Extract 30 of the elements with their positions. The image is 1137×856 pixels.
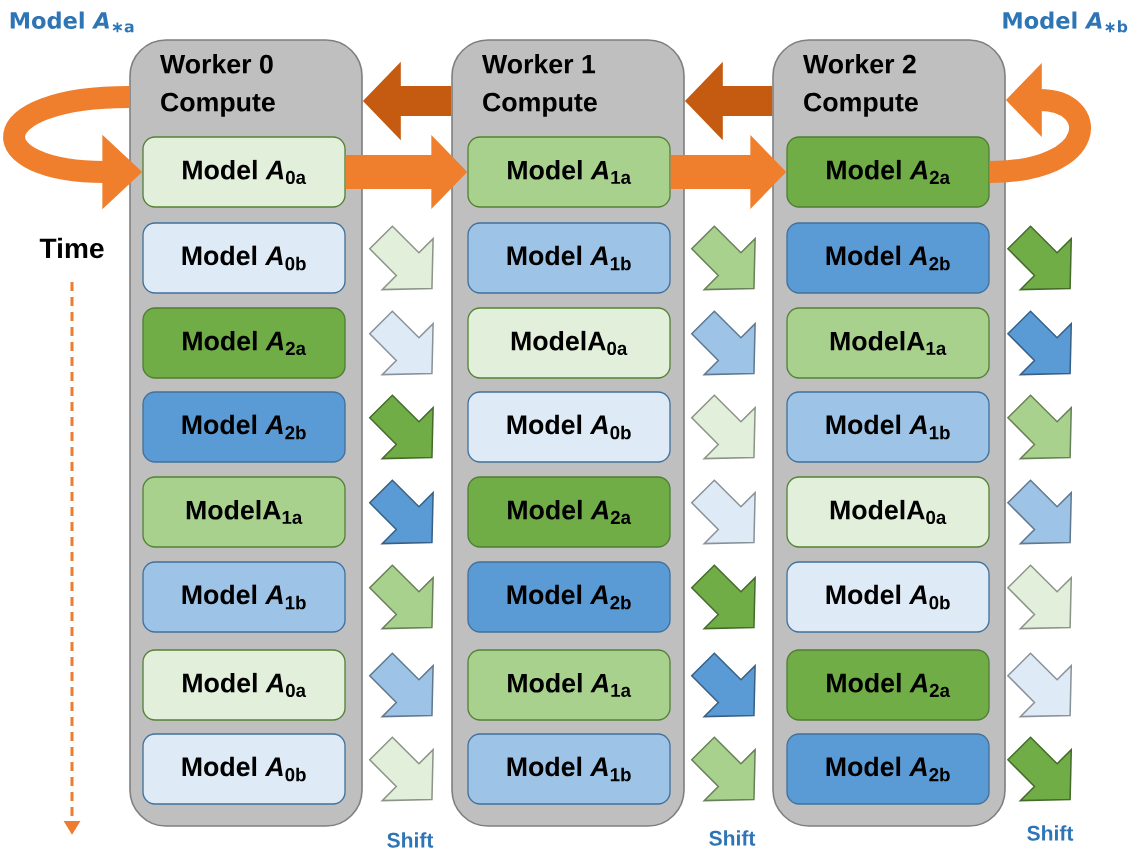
model-box: ModelA$_{0a}$ bbox=[467, 307, 671, 379]
model-box: Model A$_{2b}$ bbox=[467, 561, 671, 633]
model-box: Model A$_{2a}$ bbox=[786, 649, 990, 721]
model-box: Model A$_{1a}$ bbox=[467, 136, 671, 208]
model-box: Model A$_{1a}$ bbox=[467, 649, 671, 721]
loop-label: Model A$_{∗a}$ bbox=[10, 11, 134, 33]
model-box: Model A$_{0b}$ bbox=[786, 561, 990, 633]
model-box: Model A$_{0b}$ bbox=[467, 391, 671, 463]
model-box: Model A$_{2b}$ bbox=[786, 222, 990, 294]
model-box: ModelA$_{1a}$ bbox=[786, 307, 990, 379]
model-box: Model A$_{0a}$ bbox=[142, 136, 346, 208]
model-box: Model A$_{1b}$ bbox=[786, 391, 990, 463]
time-label: Time bbox=[39, 237, 104, 259]
model-box: Model A$_{2a}$ bbox=[786, 136, 990, 208]
model-box: Model A$_{1b}$ bbox=[467, 733, 671, 805]
model-box: Model A$_{0a}$ bbox=[142, 649, 346, 721]
shift-label: Shift bbox=[387, 832, 434, 848]
model-box: Model A$_{0b}$ bbox=[142, 733, 346, 805]
model-box: Model A$_{2a}$ bbox=[142, 307, 346, 379]
model-box: Model A$_{2a}$ bbox=[467, 476, 671, 548]
model-box: Model A$_{2b}$ bbox=[786, 733, 990, 805]
model-box: Model A$_{1b}$ bbox=[467, 222, 671, 294]
model-box: Model A$_{2b}$ bbox=[142, 391, 346, 463]
model-box: ModelA$_{1a}$ bbox=[142, 476, 346, 548]
shift-label: Shift bbox=[709, 830, 756, 846]
model-box: Model A$_{0b}$ bbox=[142, 222, 346, 294]
shift-label: Shift bbox=[1027, 825, 1074, 841]
loop-label: Model A$_{∗b}$ bbox=[1003, 11, 1128, 33]
model-box: ModelA$_{0a}$ bbox=[786, 476, 990, 548]
model-box: Model A$_{1b}$ bbox=[142, 561, 346, 633]
